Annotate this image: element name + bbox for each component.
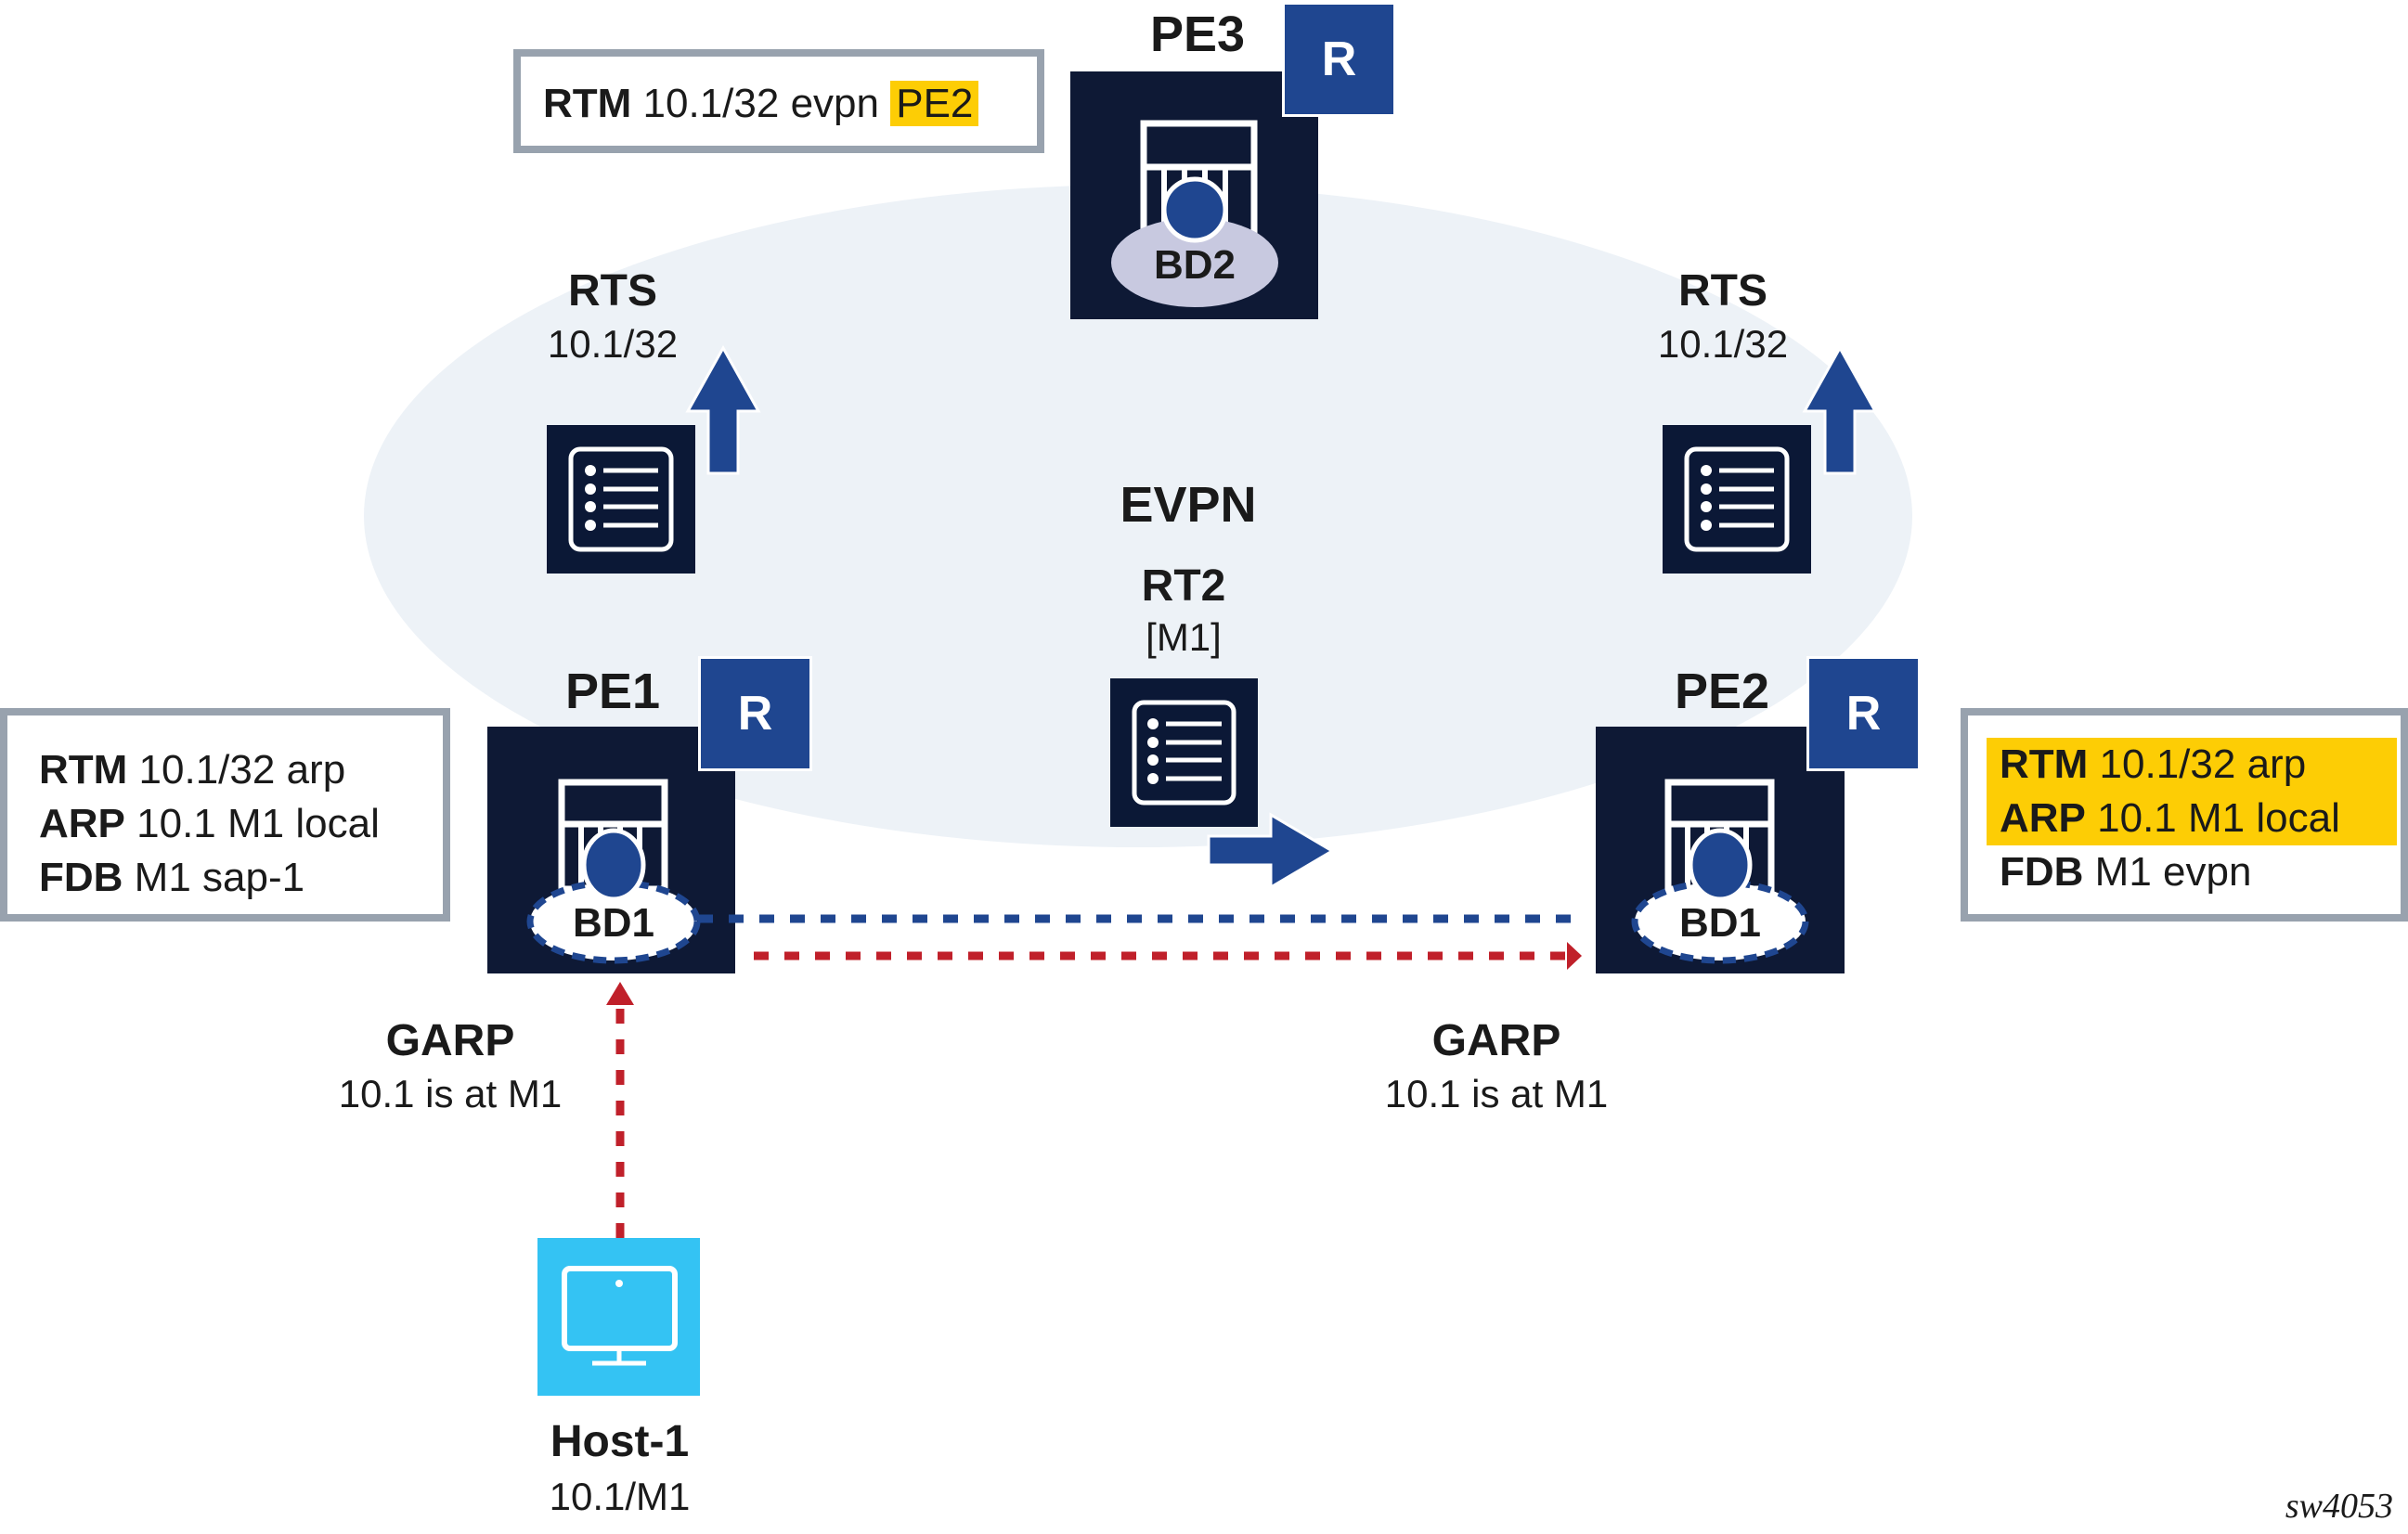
rt2-list-icon — [1110, 678, 1258, 827]
pe2-bd-label: BD1 — [1678, 900, 1762, 946]
pe1-row-key: ARP — [39, 801, 125, 846]
pe1-table-row: RTM 10.1/32 arp — [39, 743, 443, 797]
pe1-bd1-ellipse — [526, 879, 701, 964]
pe3-bd2-cloud — [1111, 218, 1278, 307]
pe3-rtm-text: 10.1/32 evpn — [642, 81, 879, 126]
pe2-row-text: M1 evpn — [2094, 849, 2252, 895]
pe1-row-key: RTM — [39, 747, 128, 793]
pe2-row-key: RTM — [2000, 741, 2089, 787]
pe3-rtm-key: RTM — [543, 81, 632, 126]
rts-left-up-arrow — [685, 344, 761, 475]
rts-right-up-arrow — [1802, 344, 1878, 475]
garp-left-value: 10.1 is at M1 — [338, 1072, 563, 1115]
garp-left-title: GARP — [385, 1016, 515, 1065]
pe3-label: PE3 — [1149, 6, 1246, 62]
pe1-row-text: 10.1 M1 local — [136, 801, 380, 846]
rt2-label: RT2 [M1] — [1091, 564, 1276, 657]
pe2-table-box: RTM 10.1/32 arp ARP 10.1 M1 local FDB M1… — [1961, 708, 2408, 922]
pe1-row-key: FDB — [39, 855, 123, 900]
pe1-row-text: 10.1/32 arp — [138, 747, 346, 793]
pe2-highlighted-entries: RTM 10.1/32 arp ARP 10.1 M1 local — [1987, 738, 2397, 845]
pe2-router-icon — [1596, 727, 1845, 973]
pe1-bd-label: BD1 — [572, 900, 655, 946]
host-address: 10.1/M1 — [549, 1475, 691, 1518]
rts-right-label: RTS 10.1/32 — [1630, 269, 1816, 364]
pe2-table-row: FDB M1 evpn — [1987, 845, 2401, 899]
rts-right-value: 10.1/32 — [1657, 322, 1789, 366]
host-computer-icon — [537, 1238, 700, 1396]
pe3-rtm-nexthop-highlight: PE2 — [890, 81, 979, 126]
pe2-table-row: ARP 10.1 M1 local — [2000, 792, 2397, 845]
rts-left-value: 10.1/32 — [547, 322, 679, 366]
pe3-rtm-box: RTM 10.1/32 evpn PE2 — [513, 49, 1044, 153]
pe3-router-icon — [1070, 71, 1318, 319]
rts-left-list-icon — [547, 425, 695, 574]
pe2-row-text: 10.1 M1 local — [2097, 795, 2340, 841]
pe3-bd-label: BD2 — [1153, 242, 1236, 288]
pe2-table-row: RTM 10.1/32 arp — [2000, 738, 2397, 792]
rt2-right-arrow — [1207, 812, 1335, 890]
rts-right-list-icon — [1663, 425, 1811, 574]
evpn-label: EVPN — [1120, 477, 1257, 533]
pe1-row-text: M1 sap-1 — [134, 855, 305, 900]
garp-right-title: GARP — [1431, 1016, 1561, 1065]
garp-left-label: GARP 10.1 is at M1 — [306, 1019, 594, 1114]
pe2-row-text: 10.1/32 arp — [2099, 741, 2307, 787]
pe2-label: PE2 — [1674, 664, 1770, 719]
figure-id: sw4053 — [2285, 1487, 2393, 1526]
rts-left-label: RTS 10.1/32 — [520, 269, 706, 364]
rts-left-title: RTS — [568, 266, 657, 316]
garp-right-label: GARP 10.1 is at M1 — [1353, 1019, 1640, 1114]
pe2-row-key: ARP — [2000, 795, 2086, 841]
pe1-table-row: ARP 10.1 M1 local — [39, 797, 443, 851]
rt2-title: RT2 — [1141, 561, 1226, 611]
pe3-rtm-entry: RTM 10.1/32 evpn PE2 — [543, 77, 1037, 131]
pe1-label: PE1 — [564, 664, 661, 719]
pe1-table-box: RTM 10.1/32 arp ARP 10.1 M1 local FDB M1… — [0, 708, 450, 922]
pe2-router-badge: R — [1806, 656, 1921, 771]
pe1-router-badge: R — [698, 656, 812, 771]
rt2-value: [M1] — [1146, 615, 1222, 659]
garp-host-arrowhead — [606, 982, 634, 1005]
pe3-router-badge: R — [1282, 2, 1396, 117]
host-name: Host-1 — [550, 1417, 690, 1466]
host-label: Host-1 10.1/M1 — [501, 1420, 738, 1516]
garp-forward-arrowhead — [1567, 942, 1582, 970]
pe1-router-icon — [487, 727, 735, 973]
rts-right-title: RTS — [1678, 266, 1767, 316]
pe1-table-row: FDB M1 sap-1 — [39, 851, 443, 905]
pe2-row-key: FDB — [2000, 849, 2084, 895]
garp-right-value: 10.1 is at M1 — [1384, 1072, 1609, 1115]
